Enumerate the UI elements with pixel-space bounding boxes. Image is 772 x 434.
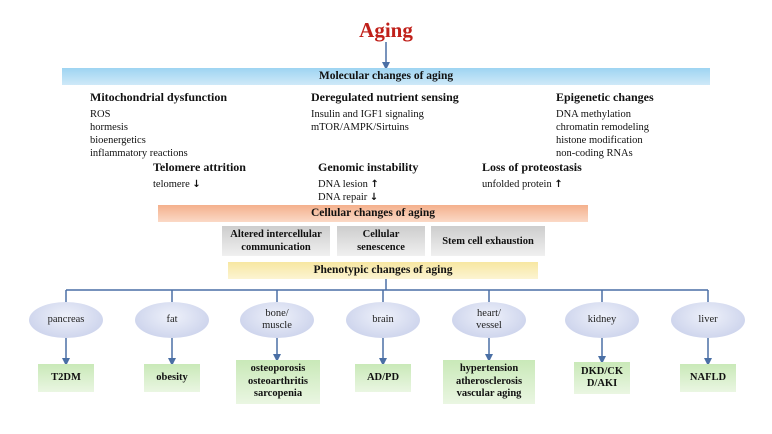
nutrient-group: Deregulated nutrient sensing Insulin and… xyxy=(311,90,459,134)
disease-label: T2DM xyxy=(51,371,81,383)
organ-label: kidney xyxy=(587,314,617,325)
epigenetic-item: chromatin remodeling xyxy=(556,122,650,133)
page-title: Aging xyxy=(359,18,413,42)
genomic-label: DNA repair xyxy=(318,192,368,203)
disease-label: AD/PD xyxy=(366,371,400,383)
organ-label: liver xyxy=(698,314,718,325)
down-arrow-icon: ↓ xyxy=(369,192,379,203)
cellular-box-line: senescence xyxy=(357,242,405,253)
organ-pancreas: pancreas xyxy=(29,302,103,338)
disease-label: sarcopenia xyxy=(253,388,303,400)
epigenetic-title: Epigenetic changes xyxy=(556,90,654,104)
disease-label: vascular aging xyxy=(456,388,522,400)
up-arrow-icon: ↑ xyxy=(370,179,379,190)
genomic-group: Genomic instability DNA lesion ↑ DNA rep… xyxy=(318,160,418,204)
mito-item: bioenergetics xyxy=(90,135,146,146)
organ-label: fat xyxy=(166,314,178,325)
disease-label: osteoarthritis xyxy=(247,375,309,387)
disease-label: osteoporosis xyxy=(250,363,306,375)
organ-label: muscle xyxy=(262,320,292,331)
epigenetic-item: histone modification xyxy=(556,135,643,146)
disease-box: AD/PD xyxy=(355,364,411,392)
organ-bone-muscle: bone/muscle xyxy=(240,302,314,338)
disease-label: obesity xyxy=(156,371,188,383)
organ-kidney: kidney xyxy=(565,302,639,338)
phenotypic-band: Phenotypic changes of aging xyxy=(228,262,538,279)
organ-heart-vessel: heart/vessel xyxy=(452,302,526,338)
disease-label: atherosclerosis xyxy=(455,375,523,387)
telomere-item: telomere ↓ xyxy=(153,178,246,191)
telomere-group: Telomere attrition telomere ↓ xyxy=(153,160,246,191)
organ-label: pancreas xyxy=(47,314,85,325)
mito-item: inflammatory reactions xyxy=(90,148,188,159)
organ-label: vessel xyxy=(476,320,502,331)
cellular-box-line: communication xyxy=(241,242,311,253)
mito-item: ROS xyxy=(90,109,111,120)
cellular-band: Cellular changes of aging xyxy=(158,205,588,222)
cellular-box: Altered intercellular communication xyxy=(222,226,330,256)
organ-branches xyxy=(62,290,712,366)
epigenetic-item: DNA methylation xyxy=(556,109,631,120)
mito-group: Mitochondrial dysfunction ROS hormesis b… xyxy=(90,90,227,160)
organ-fat: fat xyxy=(135,302,209,338)
proteostasis-item: unfolded protein ↑ xyxy=(482,178,582,191)
genomic-label: DNA lesion xyxy=(318,179,368,190)
nutrient-title: Deregulated nutrient sensing xyxy=(311,90,459,104)
epigenetic-item: non-coding RNAs xyxy=(556,148,633,159)
organ-label: brain xyxy=(372,314,394,325)
cellular-box-line: Stem cell exhaustion xyxy=(442,235,534,247)
proteostasis-group: Loss of proteostasis unfolded protein ↑ xyxy=(482,160,582,191)
mito-title: Mitochondrial dysfunction xyxy=(90,90,228,104)
proteostasis-label: unfolded protein xyxy=(482,179,552,190)
organ-liver: liver xyxy=(671,302,745,338)
genomic-item: DNA repair ↓ xyxy=(318,191,418,204)
disease-box: T2DM xyxy=(38,364,94,392)
telomere-title: Telomere attrition xyxy=(153,160,246,174)
up-arrow-icon: ↑ xyxy=(554,179,563,190)
cellular-box: Cellular senescence xyxy=(337,226,425,256)
proteostasis-title: Loss of proteostasis xyxy=(482,160,582,174)
disease-box: obesity xyxy=(144,364,200,392)
disease-box: NAFLD xyxy=(680,364,736,392)
organ-brain: brain xyxy=(346,302,420,338)
cellular-box-line: Altered intercellular xyxy=(230,229,322,240)
genomic-title: Genomic instability xyxy=(318,160,419,174)
disease-label: D/AKI xyxy=(586,378,618,389)
genomic-item: DNA lesion ↑ xyxy=(318,178,418,191)
cellular-box-line: Cellular xyxy=(362,229,400,240)
disease-label: DKD/CK xyxy=(581,365,623,377)
mito-item: hormesis xyxy=(90,122,128,133)
organ-label: heart/ xyxy=(477,308,501,319)
cellular-box: Stem cell exhaustion xyxy=(431,226,545,256)
down-arrow-icon: ↓ xyxy=(192,179,201,190)
telomere-label: telomere xyxy=(153,179,190,190)
disease-label: hypertension xyxy=(459,363,519,375)
organ-label: bone/ xyxy=(265,308,289,319)
molecular-band: Molecular changes of aging xyxy=(62,68,710,85)
nutrient-item: mTOR/AMPK/Sirtuins xyxy=(311,122,409,133)
disease-label: NAFLD xyxy=(689,371,727,383)
epigenetic-group: Epigenetic changes DNA methylation chrom… xyxy=(556,90,654,160)
nutrient-item: Insulin and IGF1 signaling xyxy=(311,109,424,120)
